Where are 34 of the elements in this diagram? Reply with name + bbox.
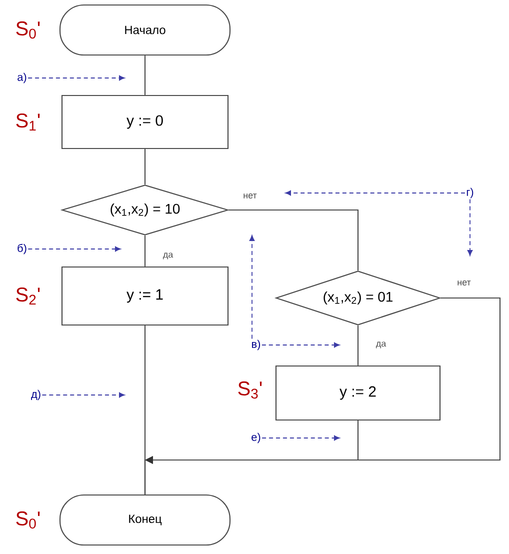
process-box: y := 1 <box>61 266 229 326</box>
state-label: S$_{0}$' <box>16 21 40 39</box>
marker-label: г) <box>466 188 474 198</box>
edge-label: да <box>374 340 388 350</box>
dashed-arrow <box>28 246 121 252</box>
marker-label: б) <box>18 244 26 254</box>
edge-label: нет <box>456 280 472 286</box>
dashed-arrow <box>262 435 340 441</box>
dashed-arrow <box>261 342 340 348</box>
connector-line <box>357 326 359 366</box>
terminal-box: Начало <box>59 4 231 56</box>
state-label: S$_{2}$' <box>16 288 40 304</box>
dashed-arrow <box>28 75 125 81</box>
process-box: y := 0 <box>61 94 229 150</box>
state-label: S$_{0}$' <box>16 511 40 529</box>
state-label: S$_{3}$' <box>238 381 262 399</box>
dashed-arrow <box>42 392 125 398</box>
dashed-arrow <box>285 190 466 196</box>
marker-label: д) <box>31 390 40 400</box>
connector-line <box>228 209 359 270</box>
edge-label: нет <box>242 192 258 200</box>
marker-label: в) <box>252 340 260 350</box>
dashed-arrow <box>249 235 255 340</box>
marker-label: е) <box>252 432 260 444</box>
connector-line <box>144 149 146 184</box>
connector-line <box>144 56 146 95</box>
connector-line <box>144 326 146 494</box>
connector-line <box>144 236 146 266</box>
state-label: S$_{1}$' <box>16 114 40 130</box>
edge-label: да <box>162 252 174 260</box>
dashed-arrow <box>467 198 473 256</box>
terminal-box: Конец <box>59 494 231 546</box>
marker-label: а) <box>18 72 26 84</box>
process-box: y := 2 <box>275 365 441 421</box>
